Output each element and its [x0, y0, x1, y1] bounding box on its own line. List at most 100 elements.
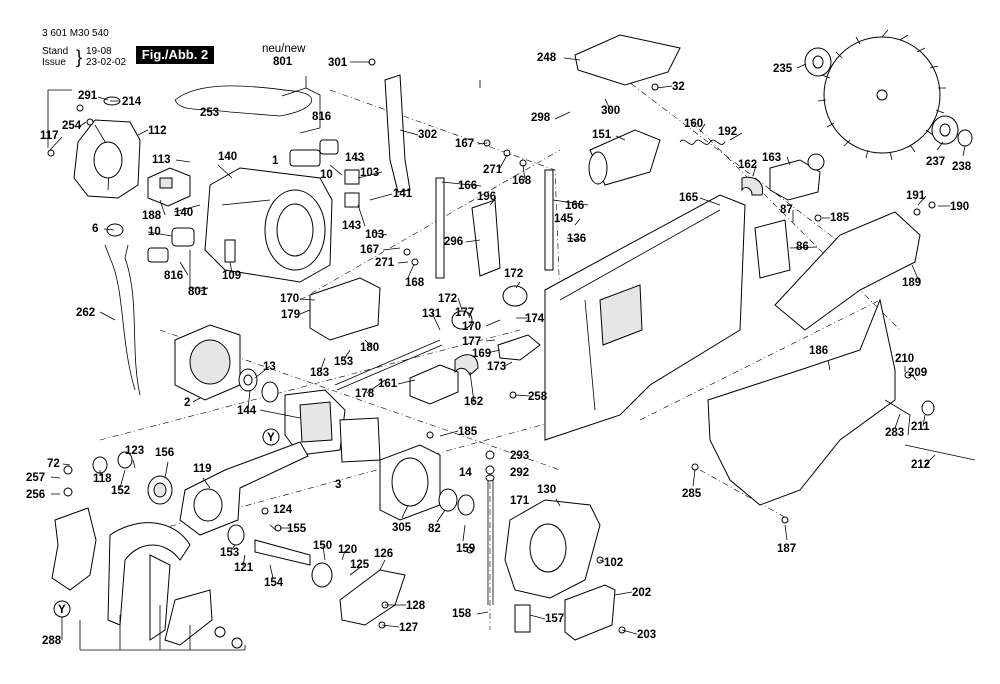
callout-190: 190	[950, 201, 969, 213]
callout-157: 157	[545, 613, 564, 625]
callout-179: 179	[281, 309, 300, 321]
leader-lines	[49, 57, 966, 640]
callout-185-b: 185	[458, 426, 478, 438]
stand-brace: }	[76, 47, 83, 67]
callout-302: 302	[418, 129, 437, 141]
callout-292: 292	[510, 467, 529, 479]
callout-167-a: 167	[360, 244, 379, 256]
callout-154: 154	[264, 577, 284, 589]
gear-172	[451, 285, 528, 330]
callout-144: 144	[237, 405, 257, 417]
block-163	[769, 159, 821, 201]
callout-183: 183	[310, 367, 329, 379]
callout-120: 120	[338, 544, 357, 556]
callout-143-b: 143	[342, 220, 361, 232]
callout-166-b: 166	[565, 200, 584, 212]
spindle-154	[227, 524, 311, 566]
issue-label: Issue	[42, 57, 66, 68]
callout-130: 130	[537, 484, 556, 496]
callout-801-top: 801	[273, 56, 293, 68]
callout-816-top: 816	[312, 111, 331, 123]
stand-label: Stand	[42, 46, 69, 57]
callout-3: 3	[335, 479, 341, 491]
callout-153-a: 153	[334, 356, 353, 368]
callout-238: 238	[952, 161, 972, 173]
callout-119: 119	[193, 463, 212, 475]
callout-169: 169	[472, 348, 491, 360]
callout-291: 291	[78, 90, 98, 102]
callout-192: 192	[718, 126, 737, 138]
callout-163: 163	[762, 152, 781, 164]
callout-156: 156	[155, 447, 174, 459]
dust-chute-189	[774, 211, 921, 331]
callout-118: 118	[93, 473, 112, 485]
switch-188	[147, 167, 191, 207]
callout-253: 253	[200, 107, 219, 119]
callout-816-a: 816	[164, 270, 183, 282]
bracket-169	[497, 334, 541, 361]
cable-262	[109, 257, 141, 396]
rod-178	[334, 339, 443, 391]
note-one: 1	[272, 155, 279, 167]
callout-10-a: 10	[148, 226, 161, 238]
callout-124: 124	[273, 504, 293, 516]
callout-167-b: 167	[455, 138, 474, 150]
callout-283: 283	[885, 427, 904, 439]
callout-150: 150	[313, 540, 332, 552]
assembly-guide-lines	[99, 59, 901, 630]
callout-13: 13	[263, 361, 276, 373]
rod-171	[485, 474, 495, 605]
callout-10-b: 10	[320, 169, 333, 181]
callout-256: 256	[26, 489, 45, 501]
callout-123: 123	[125, 445, 144, 457]
callout-168-a: 168	[405, 277, 425, 289]
issue-value: 23-02-02	[86, 57, 127, 68]
callout-165: 165	[679, 192, 699, 204]
holder-86	[754, 219, 791, 279]
callout-113: 113	[152, 154, 171, 166]
callout-258: 258	[528, 391, 548, 403]
grouping-brackets	[47, 76, 481, 651]
fan-305	[379, 444, 441, 521]
callout-152: 152	[111, 485, 130, 497]
stator-2	[174, 324, 241, 401]
callout-y-bottom: Y	[58, 604, 66, 616]
callout-203: 203	[637, 629, 656, 641]
callout-298: 298	[531, 112, 551, 124]
callout-171: 171	[510, 495, 530, 507]
dust-nozzle-151	[588, 129, 661, 186]
callout-168-b: 168	[512, 175, 532, 187]
note-neu-new: neu/new	[262, 43, 306, 55]
callout-2: 2	[184, 397, 190, 409]
callout-162-a: 162	[738, 159, 757, 171]
callout-189: 189	[902, 277, 921, 289]
callout-155: 155	[287, 523, 307, 535]
callout-180: 180	[360, 342, 379, 354]
callout-173: 173	[487, 361, 506, 373]
callout-209: 209	[908, 367, 927, 379]
armature-3	[259, 389, 381, 463]
figure-label: Fig./Abb. 2	[136, 46, 214, 64]
callout-141: 141	[393, 188, 413, 200]
callout-254: 254	[62, 120, 82, 132]
callout-202: 202	[632, 587, 651, 599]
callout-191: 191	[906, 190, 926, 202]
spring-160	[679, 139, 726, 145]
callout-159: 159	[456, 543, 475, 555]
callout-162-b: 162	[464, 396, 483, 408]
callout-248: 248	[537, 52, 557, 64]
callout-126: 126	[374, 548, 393, 560]
callout-177-b: 177	[462, 336, 481, 348]
callout-158: 158	[452, 608, 472, 620]
ref-marker-x	[807, 153, 825, 171]
blade-guard-288	[51, 507, 213, 646]
callout-82: 82	[428, 523, 441, 535]
bushing-157	[514, 604, 531, 633]
callout-214: 214	[122, 96, 142, 108]
callout-185-a: 185	[830, 212, 850, 224]
callouts: neu/new 801 816 1 291 214 254 117 112 11…	[26, 43, 972, 647]
callout-103-a: 103	[360, 167, 379, 179]
callout-87: 87	[780, 204, 793, 216]
saw-housing-165	[544, 194, 746, 441]
